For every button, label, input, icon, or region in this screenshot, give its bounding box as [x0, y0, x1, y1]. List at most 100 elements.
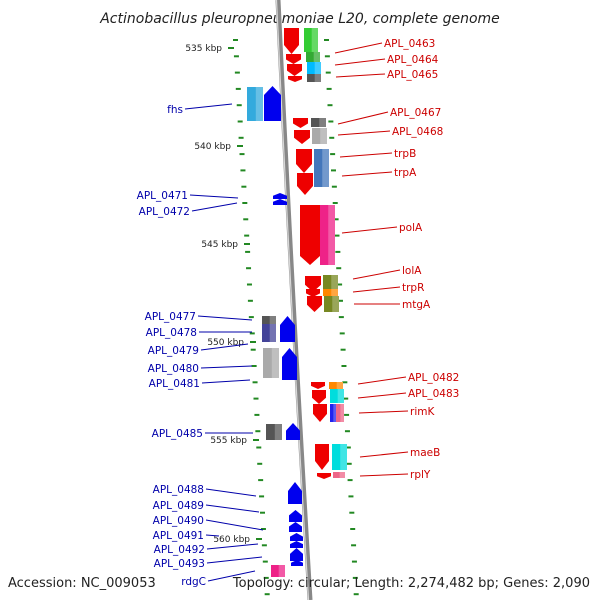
leader-line [357, 376, 407, 385]
gene-box-shade [322, 149, 329, 187]
gene-label-apl-0478[interactable]: APL_0478 [146, 327, 197, 339]
gene-box-shade [278, 565, 285, 577]
gene-label-apl-0482[interactable]: APL_0482 [408, 372, 459, 384]
leader-line [200, 365, 253, 369]
leader-line [341, 171, 393, 177]
gene-arrow-forward [288, 76, 302, 82]
gene-arrow-reverse [290, 541, 303, 548]
gene-cog-box [330, 389, 344, 403]
gene-cog-box [323, 275, 338, 289]
gene-cog-box [247, 87, 263, 121]
leader-line [352, 286, 401, 293]
leader-line [337, 111, 389, 125]
gene-cog-box [263, 348, 279, 378]
gene-cog-box [306, 52, 320, 62]
gene-box-shade [339, 472, 345, 478]
gene-arrow-reverse [282, 348, 297, 380]
gene-arrow-reverse [289, 522, 302, 532]
gene-label-mtga[interactable]: mtgA [402, 299, 431, 311]
gene-label-rdgc[interactable]: rdgC [181, 576, 206, 588]
gene-label-apl-0480[interactable]: APL_0480 [148, 363, 199, 375]
gene-label-apl-0463[interactable]: APL_0463 [384, 38, 435, 50]
gene-box-shade [331, 289, 338, 296]
gene-box-shade [331, 275, 338, 289]
gene-label-apl-0489[interactable]: APL_0489 [153, 500, 204, 512]
gene-label-apl-0483[interactable]: APL_0483 [408, 388, 459, 400]
gene-label-rply[interactable]: rplY [410, 469, 431, 481]
gene-labels: APL_0463APL_0464APL_0465APL_0467APL_0468… [137, 38, 460, 588]
gene-arrow-forward [287, 64, 302, 76]
gene-arrow-forward [300, 205, 320, 265]
gene-arrow-reverse [290, 548, 303, 561]
gene-label-apl-0485[interactable]: APL_0485 [152, 428, 203, 440]
gene-arrow-reverse [290, 533, 303, 541]
gene-label-apl-0464[interactable]: APL_0464 [387, 54, 439, 66]
gene-label-pola[interactable]: polA [399, 222, 423, 234]
gene-box-shade [340, 444, 347, 470]
gene-cog-box [320, 205, 335, 265]
gene-label-maeb[interactable]: maeB [410, 447, 440, 459]
gene-box-shade [336, 382, 343, 389]
gene-box-shade [328, 205, 335, 265]
gene-cog-box [307, 74, 321, 82]
gene-arrow-reverse [264, 86, 281, 121]
gene-box-shade [255, 87, 263, 121]
gene-arrow-forward [315, 444, 329, 470]
gene-arrow-reverse [288, 482, 302, 504]
gene-label-apl-0472[interactable]: APL_0472 [139, 206, 190, 218]
gene-cog-box [336, 404, 344, 422]
gene-label-lola[interactable]: lolA [402, 265, 422, 277]
gene-arrow-forward [296, 149, 312, 173]
gene-features [247, 28, 347, 577]
gene-label-apl-0493[interactable]: APL_0493 [154, 558, 205, 570]
gene-arrow-forward [317, 473, 331, 479]
gene-label-apl-0481[interactable]: APL_0481 [149, 378, 200, 390]
gene-label-apl-0490[interactable]: APL_0490 [153, 515, 204, 527]
gene-label-apl-0479[interactable]: APL_0479 [148, 345, 199, 357]
gene-box-shade [274, 424, 282, 440]
leader-line [205, 534, 220, 537]
leader-line [191, 202, 238, 212]
gene-label-rimk[interactable]: rimK [410, 406, 435, 418]
gene-box-shade [340, 404, 344, 422]
gene-arrow-forward [307, 296, 322, 312]
label-leaders [184, 42, 409, 582]
gene-label-apl-0491[interactable]: APL_0491 [153, 530, 204, 542]
leader-line [201, 379, 251, 384]
scale-label: 550 kbp [207, 338, 244, 348]
gene-box-shade [337, 389, 344, 403]
gene-label-apl-0468[interactable]: APL_0468 [392, 126, 443, 138]
gene-label-apl-0471[interactable]: APL_0471 [137, 190, 188, 202]
leader-line [184, 103, 233, 110]
leader-line [206, 556, 263, 564]
leader-line [205, 519, 264, 531]
gene-cog-box [314, 149, 329, 187]
leader-line [359, 473, 409, 477]
gene-label-trpb[interactable]: trpB [394, 148, 416, 160]
gene-cog-box [307, 62, 321, 74]
gene-cog-box [329, 382, 343, 389]
gene-label-apl-0467[interactable]: APL_0467 [390, 107, 441, 119]
gene-arrow-forward [297, 173, 313, 195]
gene-label-apl-0492[interactable]: APL_0492 [154, 544, 205, 556]
gene-label-apl-0477[interactable]: APL_0477 [145, 311, 196, 323]
gene-label-apl-0465[interactable]: APL_0465 [387, 69, 438, 81]
gene-box-shade [333, 404, 336, 422]
gene-label-trpr[interactable]: trpR [402, 282, 424, 294]
gene-box-shade [271, 348, 279, 378]
scale-label: 560 kbp [213, 535, 250, 545]
leader-line [207, 570, 256, 582]
gene-cog-box [262, 316, 276, 324]
gene-label-trpa[interactable]: trpA [394, 167, 417, 179]
leader-line [341, 226, 398, 234]
leader-line [334, 58, 386, 66]
gene-cog-box [312, 128, 327, 144]
gene-label-fhs[interactable]: fhs [167, 104, 183, 116]
gene-box-shade [313, 52, 320, 62]
gene-box-shade [319, 118, 326, 127]
gene-label-apl-0488[interactable]: APL_0488 [153, 484, 204, 496]
leader-line [357, 392, 407, 399]
gene-arrow-forward [312, 390, 326, 404]
